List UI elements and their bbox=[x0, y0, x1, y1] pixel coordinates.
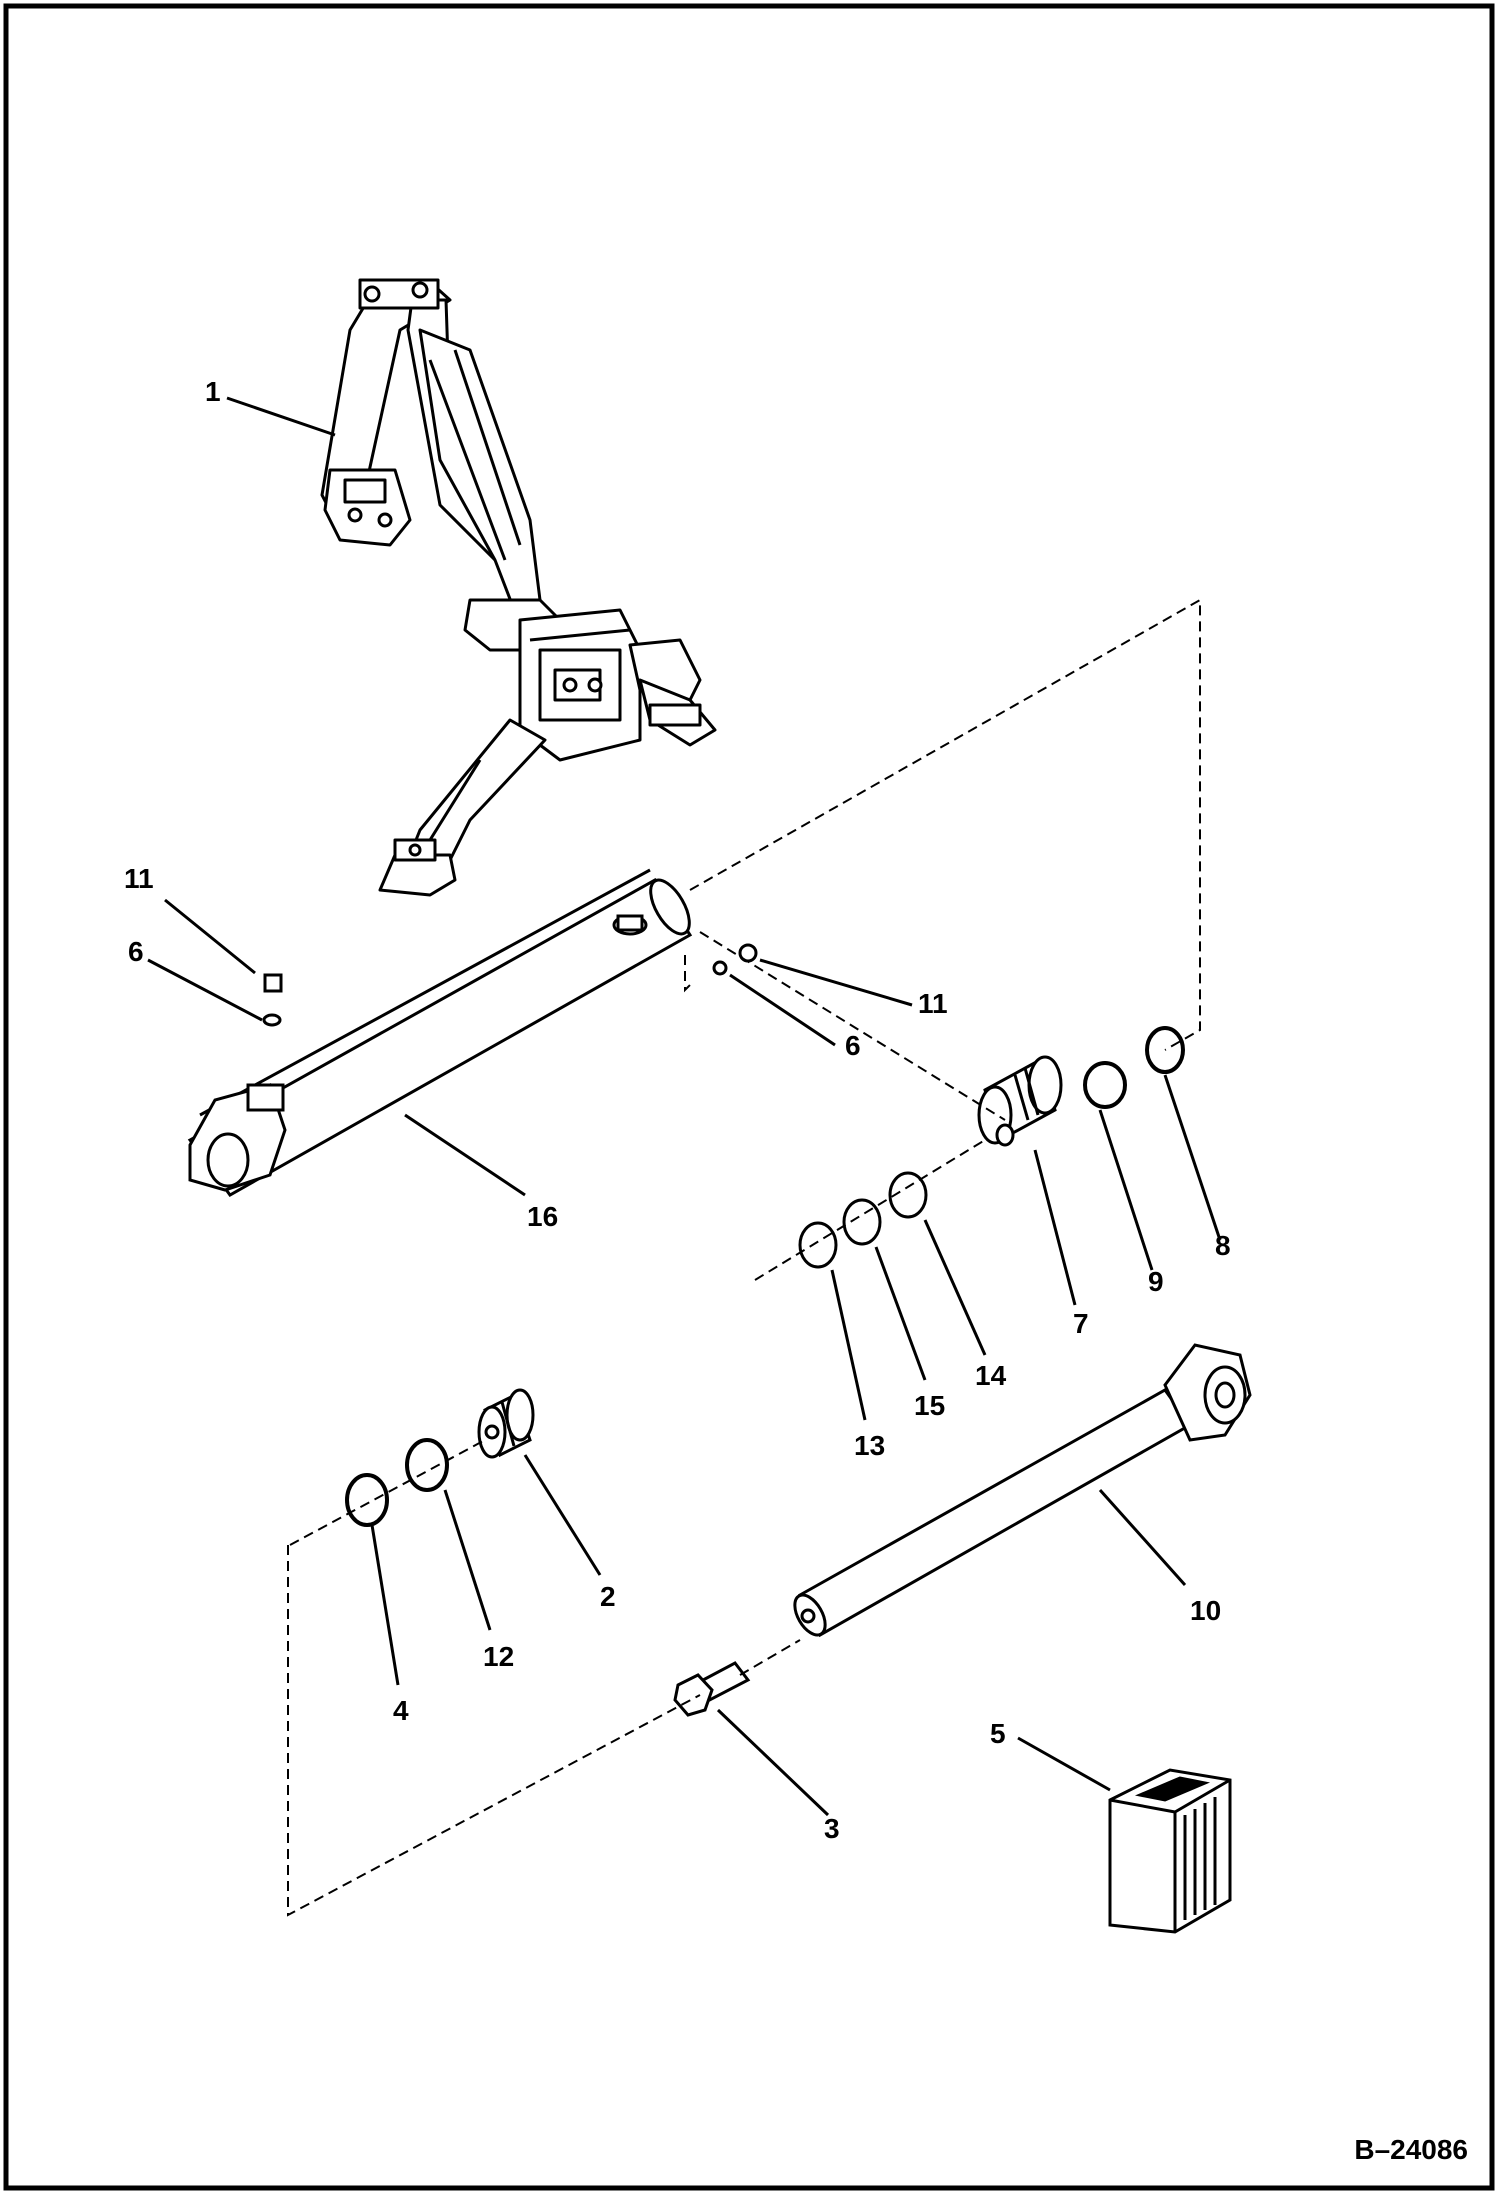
piston bbox=[477, 1388, 535, 1459]
bolt bbox=[673, 1661, 751, 1717]
callout-8: 8 bbox=[1215, 1230, 1231, 1261]
callout-4: 4 bbox=[393, 1695, 409, 1726]
callout-12: 12 bbox=[483, 1641, 515, 1672]
seal-kit-box bbox=[1108, 1768, 1232, 1934]
ring-12 bbox=[405, 1438, 449, 1492]
assembly-dashed-lines bbox=[287, 598, 1201, 1917]
fitting-right bbox=[712, 943, 758, 976]
callout-16: 16 bbox=[527, 1201, 559, 1232]
head-gland bbox=[977, 1055, 1063, 1147]
callout-15: 15 bbox=[914, 1390, 946, 1421]
callout-2: 2 bbox=[600, 1581, 616, 1612]
backhoe-assembly bbox=[320, 278, 717, 897]
callout-5: 5 bbox=[990, 1718, 1006, 1749]
snap-ring bbox=[1145, 1026, 1185, 1074]
callout-1: 1 bbox=[205, 376, 221, 407]
page-border bbox=[3, 3, 1495, 2191]
o-ring-15 bbox=[842, 1198, 882, 1246]
o-ring-14 bbox=[888, 1171, 928, 1219]
leader-lines bbox=[147, 396, 1222, 1817]
callout-6-right: 6 bbox=[845, 1030, 861, 1061]
o-ring-13 bbox=[798, 1221, 838, 1269]
cylinder-barrel bbox=[187, 868, 693, 1197]
callout-11-left: 11 bbox=[124, 863, 154, 894]
fitting-left bbox=[262, 973, 283, 1027]
ring-4 bbox=[345, 1473, 389, 1527]
callout-10: 10 bbox=[1190, 1595, 1222, 1626]
wiper-seal bbox=[1083, 1061, 1127, 1109]
callout-3: 3 bbox=[824, 1813, 840, 1844]
callout-6-left: 6 bbox=[128, 936, 144, 967]
piston-rod bbox=[793, 1343, 1252, 1638]
callout-14: 14 bbox=[975, 1360, 1007, 1391]
callout-9: 9 bbox=[1148, 1266, 1164, 1297]
figure-id: B–24086 bbox=[1354, 2134, 1468, 2165]
callout-13: 13 bbox=[854, 1430, 886, 1461]
callout-7: 7 bbox=[1073, 1308, 1089, 1339]
callout-11-right: 11 bbox=[918, 988, 948, 1019]
